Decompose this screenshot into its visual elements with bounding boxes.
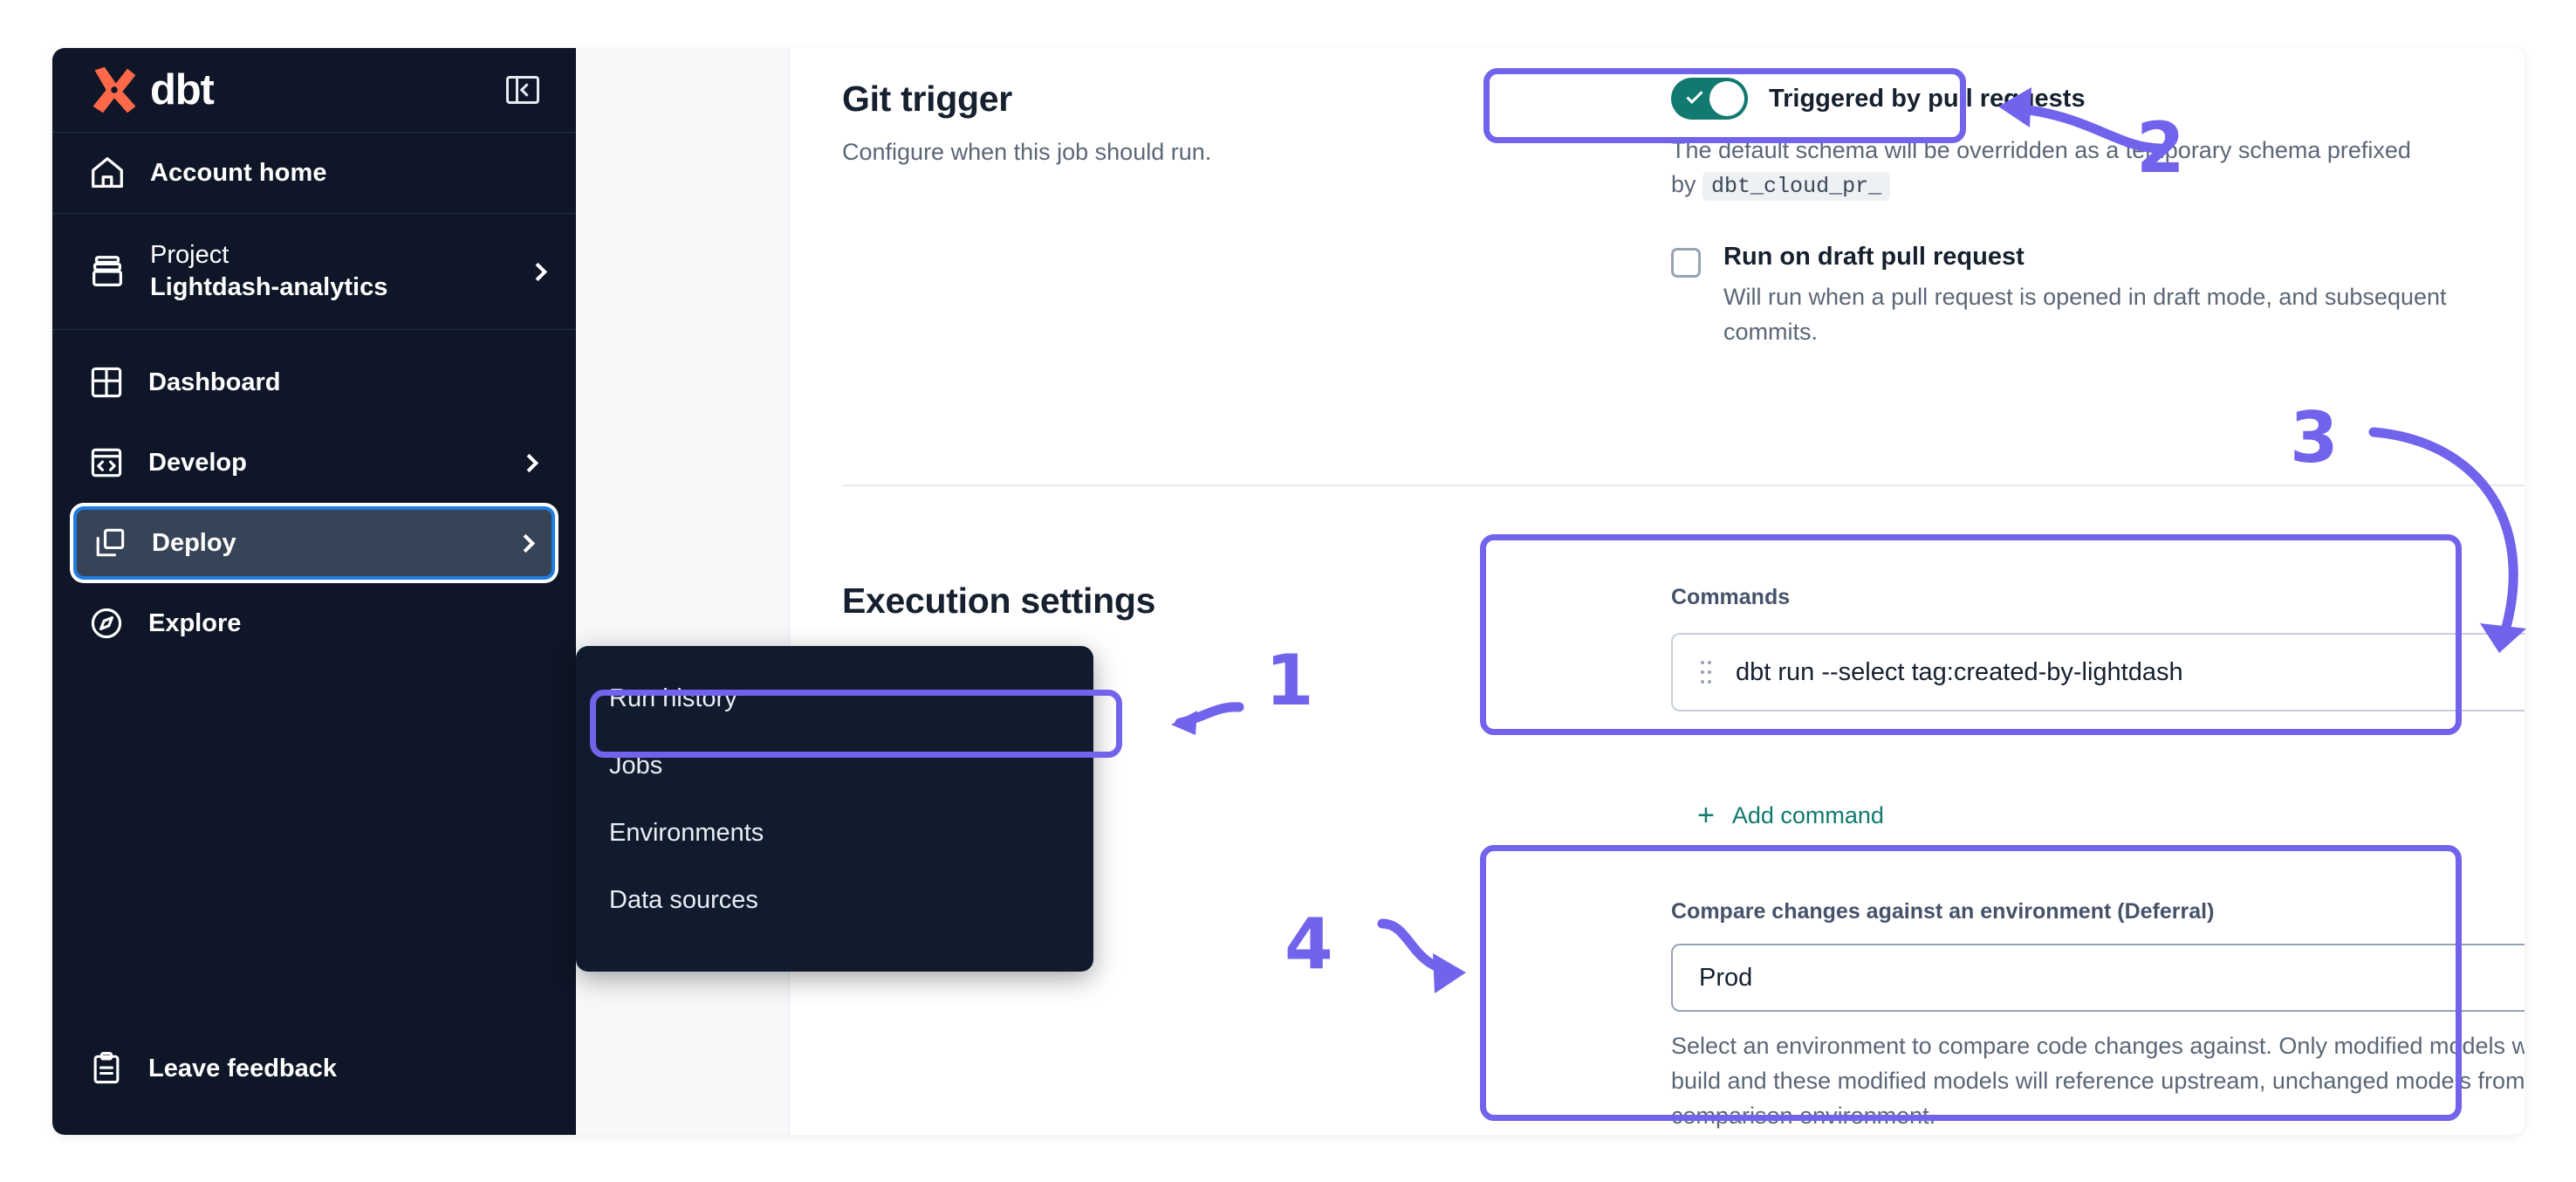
submenu-item-run-history[interactable]: Run history	[576, 665, 1093, 732]
submenu-item-label: Run history	[609, 684, 737, 712]
compass-icon	[91, 608, 122, 639]
annotation-arrow-4	[1377, 918, 1466, 993]
sidebar-item-dashboard[interactable]: Dashboard	[73, 346, 555, 419]
run-on-draft-label: Run on draft pull request	[1723, 243, 2024, 271]
sidebar-item-account-home[interactable]: Account home	[52, 133, 576, 213]
code-brackets-icon	[91, 448, 122, 478]
commands-group: Commands dbt run --select tag:created-by…	[1671, 585, 2525, 711]
sidebar-header: dbt	[52, 48, 576, 133]
home-icon	[92, 157, 123, 188]
schema-prefix-code: dbt_cloud_pr_	[1702, 172, 1891, 202]
panel-collapse-icon[interactable]	[506, 76, 539, 104]
sidebar-item-leave-feedback[interactable]: Leave feedback	[73, 1032, 555, 1105]
deferral-environment-select[interactable]: Prod	[1671, 944, 2525, 1012]
annotation-number-4: 4	[1285, 904, 1333, 985]
schema-override-help-by: by	[1671, 171, 1696, 198]
submenu-item-label: Data sources	[609, 886, 758, 914]
annotation-number-1: 1	[1265, 640, 1314, 721]
sidebar-project-name: Lightdash-analytics	[150, 273, 388, 301]
deferral-selected-value: Prod	[1699, 963, 1753, 992]
annotation-box-jobs	[590, 690, 1122, 758]
sidebar-item-label: Explore	[148, 608, 242, 637]
app-window: dbt Account home	[52, 48, 2525, 1135]
submenu-item-label: Environments	[609, 819, 764, 847]
triggered-by-pull-requests-toggle[interactable]	[1671, 78, 1748, 120]
sidebar-project-label: Project	[150, 241, 230, 269]
chevron-right-icon	[528, 262, 548, 281]
sidebar-item-label: Develop	[148, 448, 247, 477]
run-on-draft-description: Will run when a pull request is opened i…	[1723, 284, 2447, 345]
git-trigger-heading-group: Git trigger Configure when this job shou…	[842, 79, 1331, 166]
plus-icon: +	[1697, 799, 1715, 832]
git-trigger-subtitle: Configure when this job should run.	[842, 139, 1212, 165]
sidebar-footer: Leave feedback	[52, 1032, 576, 1135]
clipboard-icon	[93, 1052, 120, 1084]
sidebar-item-label: Account home	[150, 158, 327, 187]
main-content: Git trigger Configure when this job shou…	[790, 48, 2525, 1135]
deploy-squares-icon	[96, 528, 125, 557]
sidebar-nav: Dashboard Develop Depl	[52, 330, 576, 1032]
brand-wordmark: dbt	[150, 65, 215, 113]
sidebar-item-deploy[interactable]: Deploy	[73, 506, 555, 580]
brand[interactable]: dbt	[87, 64, 215, 116]
annotation-number-2: 2	[2136, 107, 2185, 189]
sidebar-item-label: Dashboard	[148, 368, 281, 396]
run-on-draft-pull-request-checkbox[interactable]	[1671, 248, 1701, 278]
drag-handle-icon[interactable]	[1701, 661, 1711, 684]
annotation-box-trigger-toggle	[1483, 68, 1966, 143]
chevron-right-icon	[516, 533, 536, 553]
sidebar: dbt Account home	[52, 48, 576, 1135]
annotation-arrow-2	[1998, 87, 2166, 154]
deferral-group: Compare changes against an environment (…	[1671, 899, 2525, 1134]
commands-label: Commands	[1671, 585, 1791, 609]
annotation-box-deferral	[1480, 845, 2462, 1121]
command-input-row[interactable]: dbt run --select tag:created-by-lightdas…	[1671, 633, 2525, 711]
add-command-button[interactable]: + Add command	[1697, 801, 1884, 830]
execution-settings-title: Execution settings	[842, 581, 1156, 621]
sidebar-project-section: Project Lightdash-analytics	[52, 214, 576, 330]
add-command-label: Add command	[1731, 801, 1884, 828]
sidebar-item-label: Deploy	[152, 528, 236, 557]
submenu-item-data-sources[interactable]: Data sources	[576, 867, 1093, 934]
submenu-item-environments[interactable]: Environments	[576, 800, 1093, 867]
deploy-submenu: Run history Jobs Environments Data sourc…	[576, 646, 1093, 972]
run-on-draft-pull-request-row[interactable]: Run on draft pull request Will run when …	[1671, 243, 2525, 348]
content-gutter	[576, 48, 790, 1135]
annotation-arrow-1	[1171, 702, 1244, 735]
annotation-number-3: 3	[2290, 397, 2339, 478]
annotation-box-commands	[1480, 534, 2462, 735]
sidebar-item-develop[interactable]: Develop	[73, 426, 555, 499]
page-title: Git trigger	[842, 79, 1012, 119]
deferral-label: Compare changes against an environment (…	[1671, 899, 2215, 924]
sidebar-item-label: Leave feedback	[148, 1054, 338, 1082]
sidebar-item-explore[interactable]: Explore	[73, 587, 555, 660]
dashboard-grid-icon	[91, 367, 122, 398]
sidebar-item-project[interactable]: Project Lightdash-analytics	[52, 214, 576, 329]
execution-settings-heading-group: Execution settings	[842, 581, 1155, 622]
deferral-description: Select an environment to compare code ch…	[1671, 1033, 2525, 1129]
sidebar-account-home-section: Account home	[52, 133, 576, 214]
annotation-arrow-3	[2368, 427, 2526, 653]
schema-override-help: The default schema will be overridden as…	[1671, 134, 2525, 203]
chevron-right-icon	[519, 453, 539, 472]
section-divider	[842, 484, 2525, 486]
project-stack-icon	[92, 256, 122, 286]
dbt-logo-icon	[92, 66, 136, 113]
command-text: dbt run --select tag:created-by-lightdas…	[1736, 657, 2183, 686]
